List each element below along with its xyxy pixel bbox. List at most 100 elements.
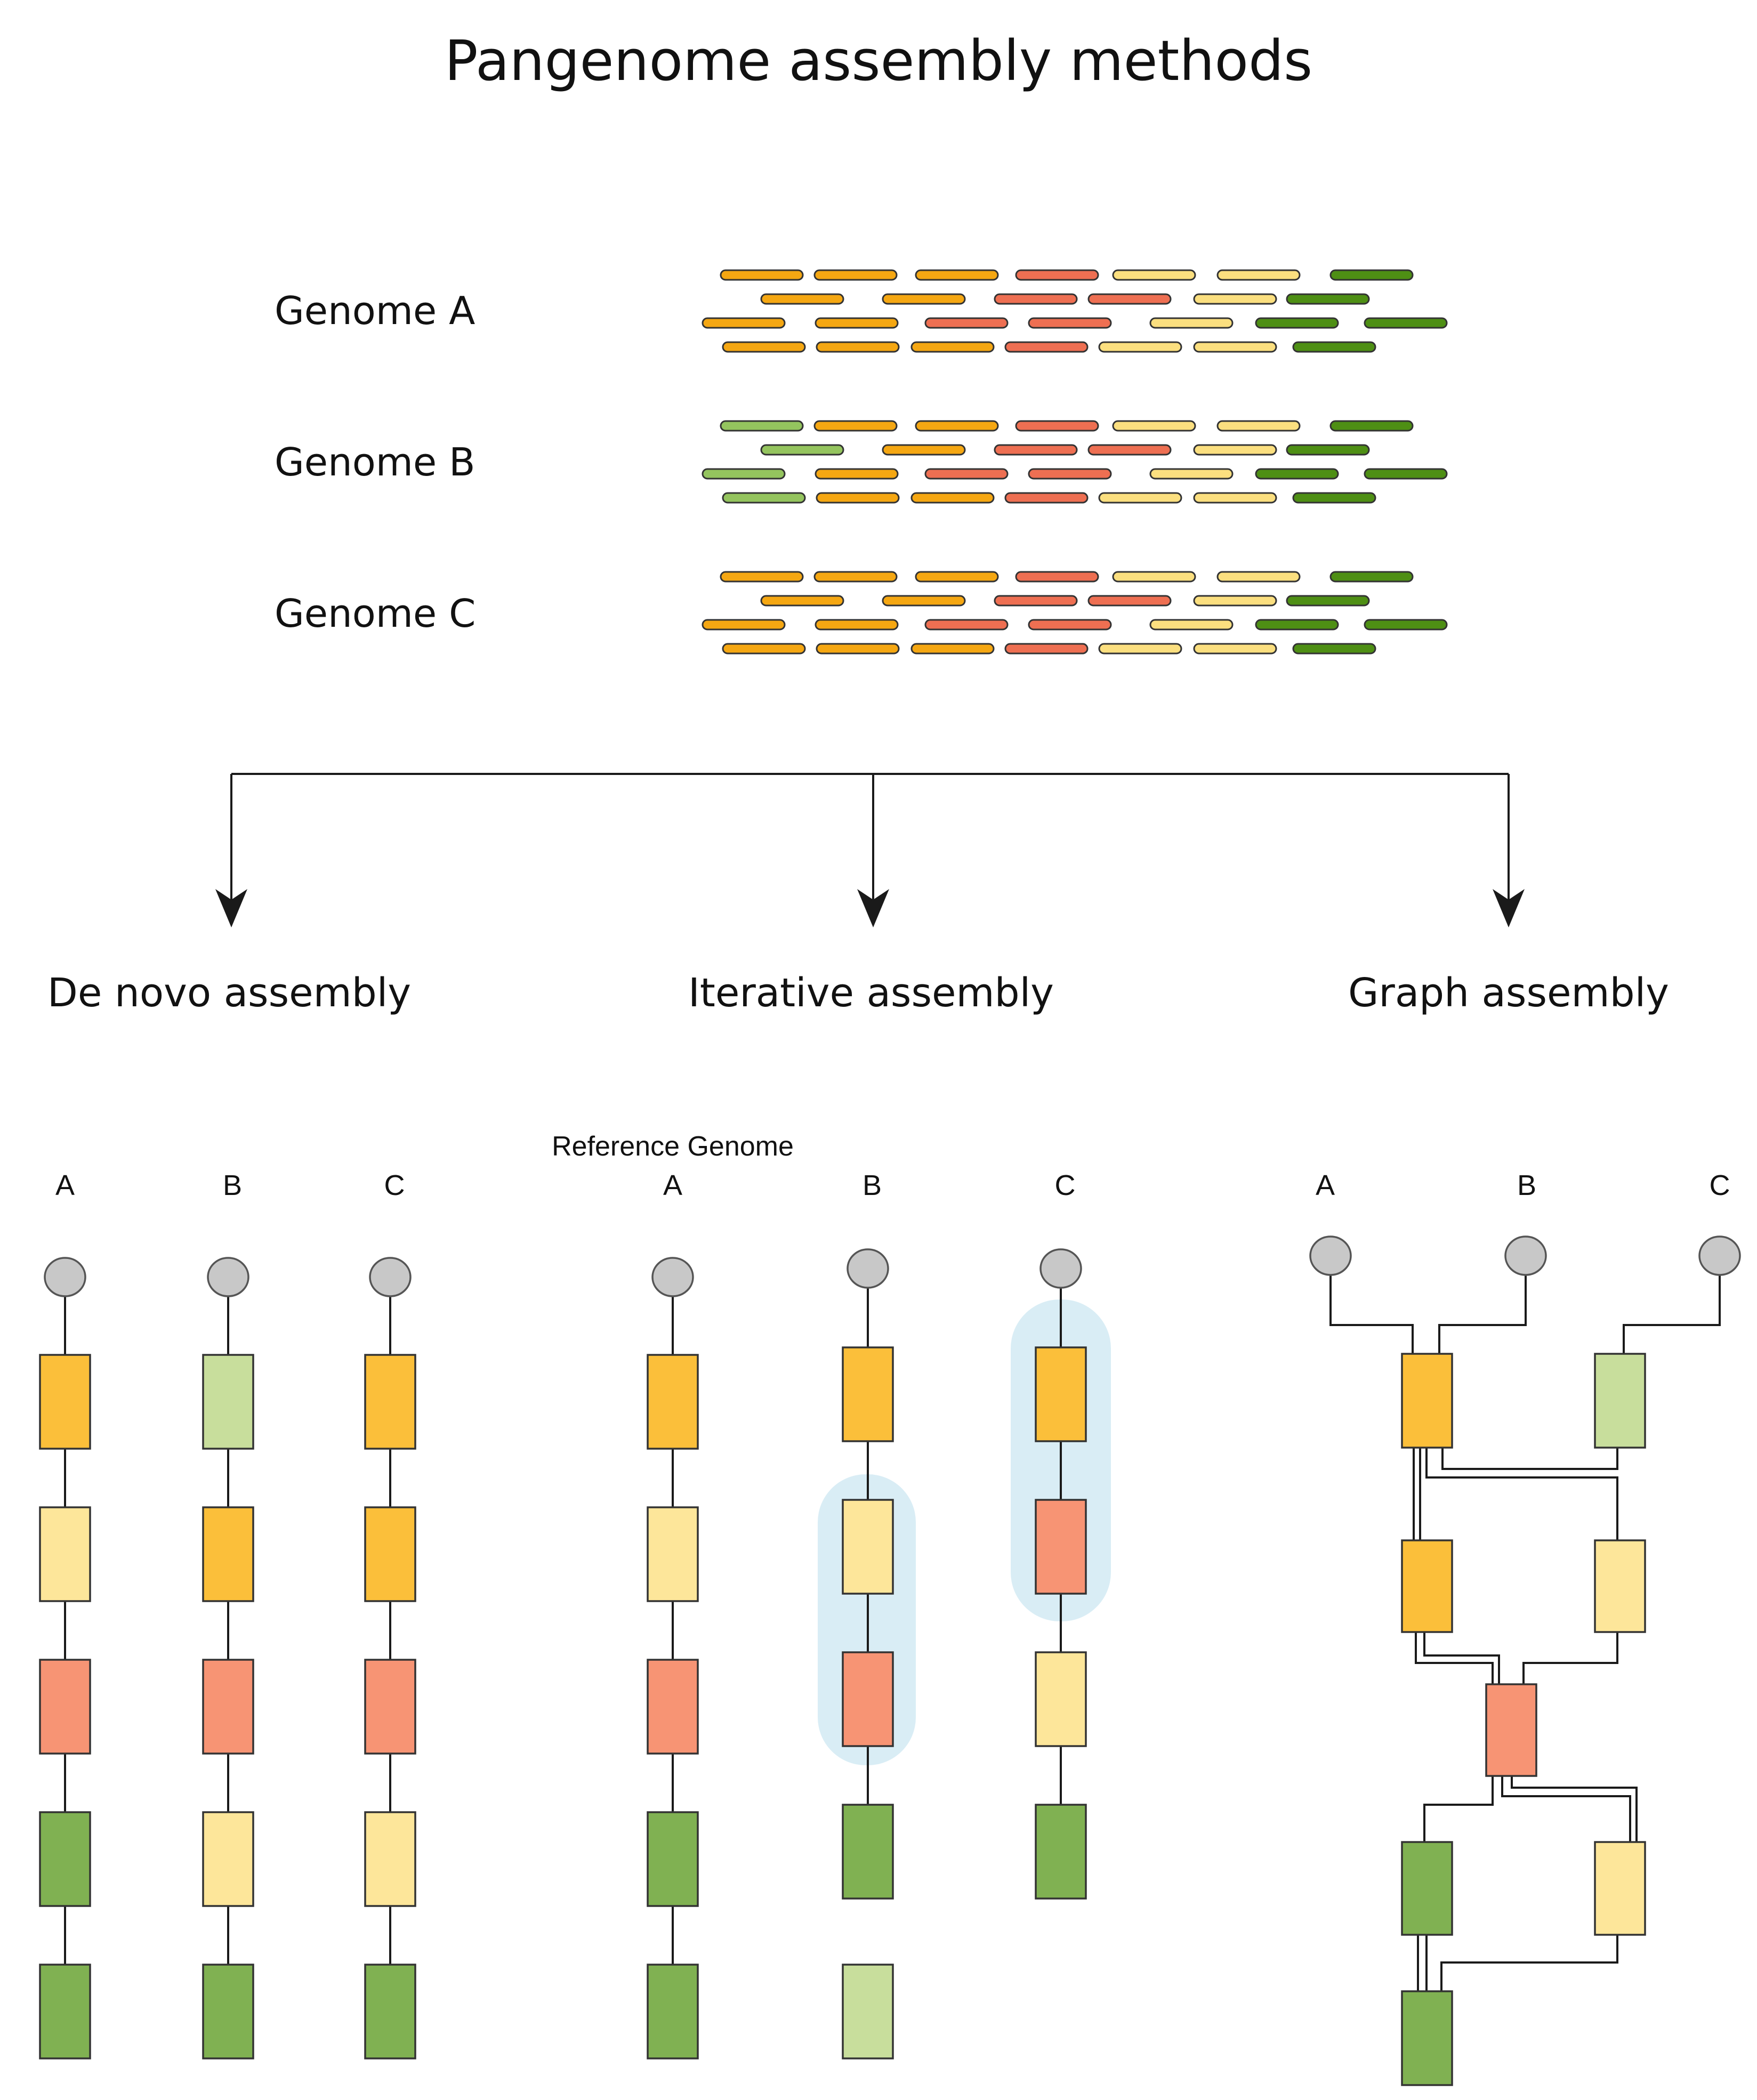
- sequencing-read: [1364, 468, 1448, 480]
- sequencing-read: [722, 643, 806, 655]
- sequencing-read: [882, 293, 966, 305]
- sequencing-read: [915, 571, 999, 583]
- de-novo-a-node-salmon: [39, 1659, 91, 1755]
- sequencing-read: [1112, 269, 1196, 281]
- sequencing-read: [720, 420, 804, 432]
- sequencing-read: [815, 468, 899, 480]
- sequencing-read: [1292, 492, 1376, 504]
- sequencing-read: [1015, 420, 1099, 432]
- sequencing-read: [924, 317, 1009, 329]
- sequencing-read: [816, 643, 900, 655]
- de-novo-b-node-pale-yellow: [202, 1811, 254, 1907]
- sequencing-read: [910, 492, 995, 504]
- sequencing-read: [1087, 444, 1172, 456]
- iterative-c-node-pale-yellow: [1035, 1651, 1087, 1747]
- sequencing-read: [1193, 643, 1277, 655]
- sequencing-read: [1193, 595, 1277, 607]
- de-novo-c-node-orange: [364, 1354, 416, 1450]
- iterative-c-node-salmon: [1035, 1499, 1087, 1595]
- sequencing-read: [1255, 317, 1339, 329]
- sequencing-read: [1015, 269, 1099, 281]
- sequencing-read: [1292, 341, 1376, 353]
- graph-start-node-b: [1504, 1235, 1547, 1276]
- de-novo-a-chain: [39, 1257, 91, 2059]
- de-novo-b-node-light-green: [202, 1354, 254, 1450]
- sequencing-read: [1329, 269, 1414, 281]
- sequencing-read: [722, 341, 806, 353]
- sequencing-read: [924, 468, 1009, 480]
- arrow-head-graph: [1493, 889, 1525, 927]
- method-label-de-novo: De novo assembly: [47, 970, 411, 1016]
- sequencing-read: [1329, 420, 1414, 432]
- iterative-c-chain: [1035, 1248, 1087, 1900]
- de-novo-c-node-dark-green: [364, 1964, 416, 2059]
- sequencing-read: [1087, 293, 1172, 305]
- graph-node-dark-green-mid: [1401, 1841, 1453, 1936]
- graph-start-node-c: [1698, 1235, 1741, 1276]
- method-label-graph: Graph assembly: [1348, 970, 1669, 1016]
- graph-node-light-green: [1594, 1353, 1646, 1449]
- sequencing-read: [1193, 492, 1277, 504]
- sequencing-read: [1364, 619, 1448, 631]
- sequencing-read: [1292, 643, 1376, 655]
- sequencing-read: [702, 317, 786, 329]
- sequencing-read: [994, 595, 1078, 607]
- de-novo-col-label-b: B: [223, 1169, 242, 1201]
- de-novo-a-node-dark-green: [39, 1811, 91, 1907]
- de-novo-col-label-c: C: [384, 1169, 405, 1201]
- de-novo-a-node-pale-yellow: [39, 1506, 91, 1602]
- iterative-a-node-orange: [647, 1354, 699, 1450]
- iterative-a-node-dark-green: [647, 1811, 699, 1907]
- reference-genome-label: Reference Genome: [552, 1131, 794, 1162]
- sequencing-read: [1028, 468, 1112, 480]
- iterative-a-start-node: [651, 1257, 694, 1297]
- sequencing-read: [815, 619, 899, 631]
- sequencing-read: [813, 571, 898, 583]
- sequencing-read: [760, 444, 844, 456]
- sequencing-read: [1004, 341, 1089, 353]
- arrow-head-iterative: [857, 889, 889, 927]
- sequencing-read: [1255, 468, 1339, 480]
- de-novo-column-labels: A B C: [55, 1169, 405, 1201]
- iterative-col-label-a: A: [663, 1169, 682, 1201]
- de-novo-col-label-a: A: [55, 1169, 75, 1201]
- sequencing-read: [702, 619, 786, 631]
- iterative-b-node-salmon: [842, 1651, 894, 1747]
- sequencing-read: [1193, 444, 1277, 456]
- sequencing-read: [760, 293, 844, 305]
- sequencing-read: [813, 269, 898, 281]
- sequencing-read: [1015, 571, 1099, 583]
- arrow-head-de-novo: [215, 889, 247, 927]
- iterative-b-node-dark-green: [842, 1804, 894, 1900]
- iterative-col-label-c: C: [1055, 1169, 1076, 1201]
- sequencing-read: [1098, 341, 1182, 353]
- graph-node-dark-green-bottom: [1401, 1990, 1453, 2086]
- sequencing-read: [1329, 571, 1414, 583]
- sequencing-read: [813, 420, 898, 432]
- sequencing-read: [815, 317, 899, 329]
- sequencing-read: [994, 293, 1078, 305]
- sequencing-read: [1112, 571, 1196, 583]
- sequencing-read: [1004, 492, 1089, 504]
- genome-label-c: Genome C: [275, 591, 475, 636]
- de-novo-a-node-orange: [39, 1354, 91, 1450]
- graph-edges: [1329, 1274, 1721, 1991]
- graph-start-node-a: [1309, 1235, 1352, 1276]
- iterative-b-chain: [842, 1248, 894, 2059]
- sequencing-read: [1255, 619, 1339, 631]
- sequencing-read: [1193, 341, 1277, 353]
- assembly-chains: [39, 1248, 1087, 2059]
- sequencing-read: [1216, 571, 1301, 583]
- graph-col-label-a: A: [1316, 1169, 1335, 1201]
- iterative-b-node-pale-yellow: [842, 1499, 894, 1595]
- iterative-a-node-salmon: [647, 1659, 699, 1755]
- de-novo-b-node-dark-green: [202, 1964, 254, 2059]
- graph-col-label-b: B: [1517, 1169, 1536, 1201]
- graph-assembly: [1309, 1235, 1741, 2086]
- graph-col-label-c: C: [1710, 1169, 1730, 1201]
- iterative-c-node-orange: [1035, 1346, 1087, 1442]
- sequencing-read: [1098, 643, 1182, 655]
- graph-column-labels: A B C: [1316, 1169, 1730, 1201]
- iterative-b-start-node: [847, 1248, 889, 1289]
- sequencing-read: [722, 492, 806, 504]
